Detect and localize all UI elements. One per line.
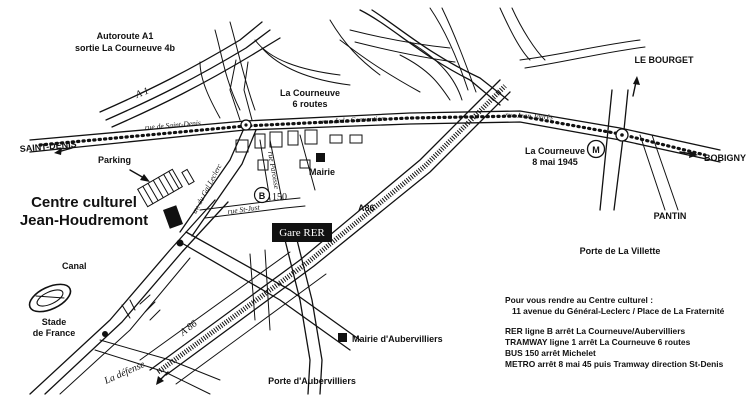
centre-culturel-label-2: Jean-Houdremont (20, 212, 148, 229)
autoroute-a1 (99, 19, 421, 128)
centre-district (136, 59, 363, 237)
la-defense-arrow (156, 371, 169, 385)
a86-label: A86 (358, 203, 375, 213)
parking-label: Parking (98, 155, 131, 165)
stade-de-france-icon (28, 283, 72, 313)
bobigny-arrow (679, 151, 698, 158)
directions-panel: Pour vous rendre au Centre culturel : 11… (505, 295, 745, 370)
mairie-marker (316, 153, 325, 162)
street-jean-jaures: rue Jean Jaurès (505, 110, 553, 121)
svg-text:B: B (259, 191, 266, 201)
bus-number-label: 150 (272, 192, 287, 203)
eight-mai-label-2: 8 mai 1945 (532, 157, 578, 167)
saint-denis-arrow (54, 147, 73, 155)
directions-address: 11 avenue du Général-Leclerc / Place de … (512, 306, 725, 316)
metro-icon (586, 139, 606, 159)
gare-rer-label: Gare RER (272, 223, 332, 242)
bobigny-label: BOBIGNY (704, 153, 746, 163)
svg-text:M: M (592, 145, 600, 155)
le-bourget-arrow (632, 76, 640, 97)
south-roads (249, 239, 347, 395)
six-routes-label-1: La Courneuve (280, 88, 340, 98)
porte-villette-label: Porte de La Villette (580, 246, 661, 256)
a86-rer (139, 79, 511, 385)
le-bourget-label: LE BOURGET (634, 55, 694, 65)
northern-roads (349, 7, 646, 106)
street-st-just: rue St-Just (227, 202, 261, 216)
parking-lot (136, 168, 184, 208)
eight-mai-label-1: La Courneuve (525, 146, 585, 156)
street-paroisse: rue Paroisse (266, 151, 282, 190)
street-gal-leclerc: av. du Gal Leclerc (190, 162, 224, 215)
stade-label-1: Stade (42, 317, 67, 327)
eight-mai-junction: M (586, 128, 629, 159)
centre-culturel-building (163, 205, 183, 229)
canal-area (29, 199, 361, 395)
a1-shield-label: A 1 (133, 86, 151, 102)
mairie-aubervilliers-label: Mairie d'Aubervilliers (352, 334, 443, 344)
saint-denis-label: SAINT-DENIS (19, 139, 77, 154)
street-convention: rue de la Convention (322, 114, 386, 126)
mairie-aubervilliers-marker (338, 333, 347, 342)
directions-tramway: TRAMWAY ligne 1 arrêt La Courneuve 6 rou… (505, 337, 691, 347)
canal-label: Canal (62, 261, 87, 271)
directions-title: Pour vous rendre au Centre culturel : (505, 295, 653, 305)
pantin-label: PANTIN (654, 211, 687, 221)
centre-culturel-label-1: Centre culturel (31, 194, 137, 211)
bus-stop-icon: B (253, 186, 271, 204)
stade-label-2: de France (33, 328, 76, 338)
parking-arrow (129, 169, 150, 182)
autoroute-label-1: Autoroute A1 (97, 31, 154, 41)
porte-aubervilliers-label: Porte d'Aubervilliers (268, 376, 356, 386)
six-routes-label-2: 6 routes (292, 99, 327, 109)
mairie-label: Mairie (309, 167, 335, 177)
directions-metro: METRO arrêt 8 mai 45 puis Tramway direct… (505, 359, 724, 369)
directions-bus: BUS 150 arrêt Michelet (505, 348, 596, 358)
directions-rer: RER ligne B arrêt La Courneuve/Aubervill… (505, 326, 686, 336)
autoroute-label-2: sortie La Courneuve 4b (75, 43, 176, 53)
la-defense-label: La défense (102, 359, 147, 387)
